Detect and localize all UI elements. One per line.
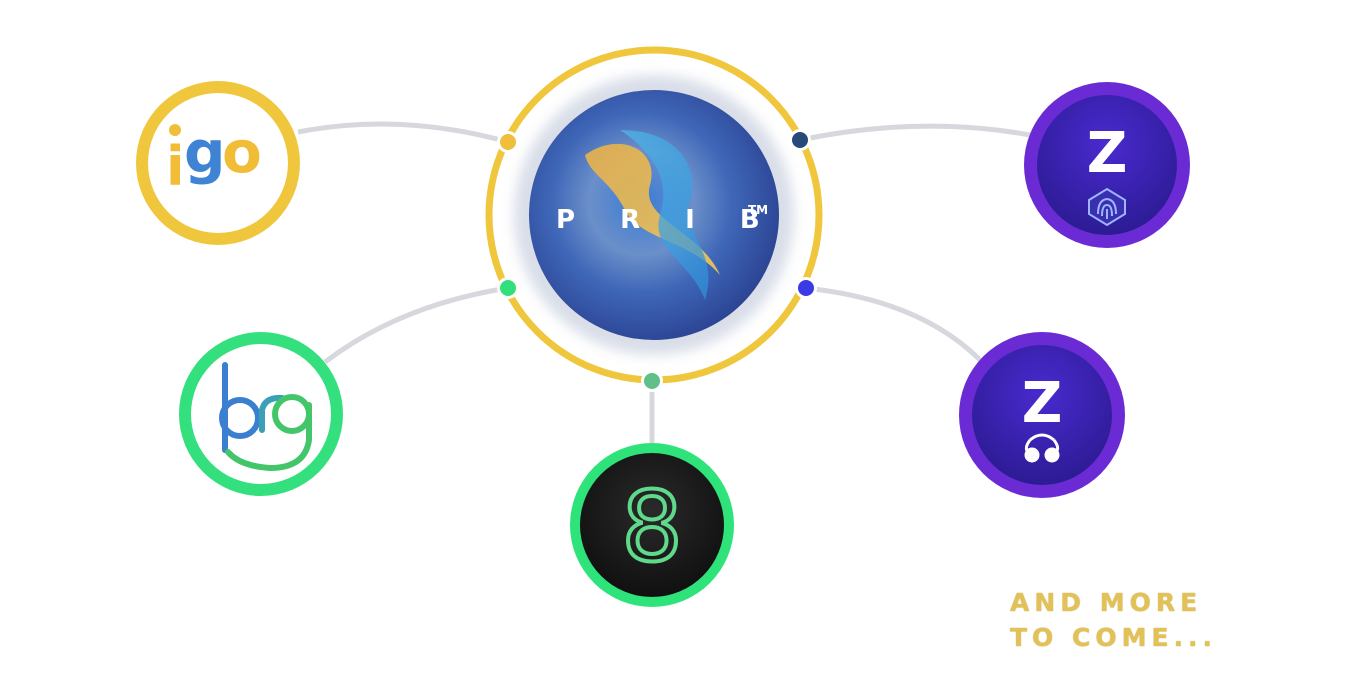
igo-letter-g: g [184, 118, 226, 186]
z-fingerprint-node[interactable]: Z [1024, 82, 1190, 248]
igo-letter-i: i [166, 135, 185, 198]
eight-node[interactable]: 8 [570, 443, 734, 607]
eight-logo: 8 [621, 471, 682, 583]
dot-eight-fill [644, 373, 660, 389]
eight-face [580, 453, 724, 597]
dot-z-fingerprint-fill [792, 132, 808, 148]
connector-lines [297, 121, 1031, 445]
prib-hub[interactable]: P R I B TM [485, 46, 823, 384]
dot-z-earbuds-fill [798, 280, 814, 296]
igo-dot-icon [169, 124, 181, 136]
connector-z-fingerprint [799, 123, 1031, 143]
prib-trademark: TM [748, 203, 768, 217]
z-earbuds-node[interactable]: Z [959, 332, 1125, 498]
fingerprint-icon [1088, 187, 1126, 227]
z-earbuds-face [972, 345, 1112, 485]
prib-label: P R I B [556, 205, 778, 235]
hub-connector-dots [497, 129, 817, 392]
brg-node[interactable] [179, 332, 343, 496]
prib-swirl-blue [620, 130, 709, 300]
z-fingerprint-letter: Z [1087, 121, 1128, 186]
tagline: AND MORE TO COME... [1010, 585, 1270, 655]
earbuds-icon [1024, 433, 1060, 463]
igo-node[interactable]: i g o [136, 81, 300, 245]
tagline-line-1: AND MORE [1010, 588, 1203, 617]
connector-z-earbuds [804, 285, 982, 362]
z-fingerprint-face [1037, 95, 1177, 235]
connector-brg [323, 285, 509, 364]
tagline-line-2: TO COME... [1010, 623, 1218, 652]
connector-igo [297, 121, 509, 145]
igo-letter-o: o [222, 118, 262, 186]
igo-face [148, 93, 288, 233]
z-earbuds-letter: Z [1022, 371, 1063, 436]
dot-brg-fill [500, 280, 516, 296]
dot-igo-fill [500, 134, 516, 150]
brg-logo-icon [219, 362, 312, 472]
